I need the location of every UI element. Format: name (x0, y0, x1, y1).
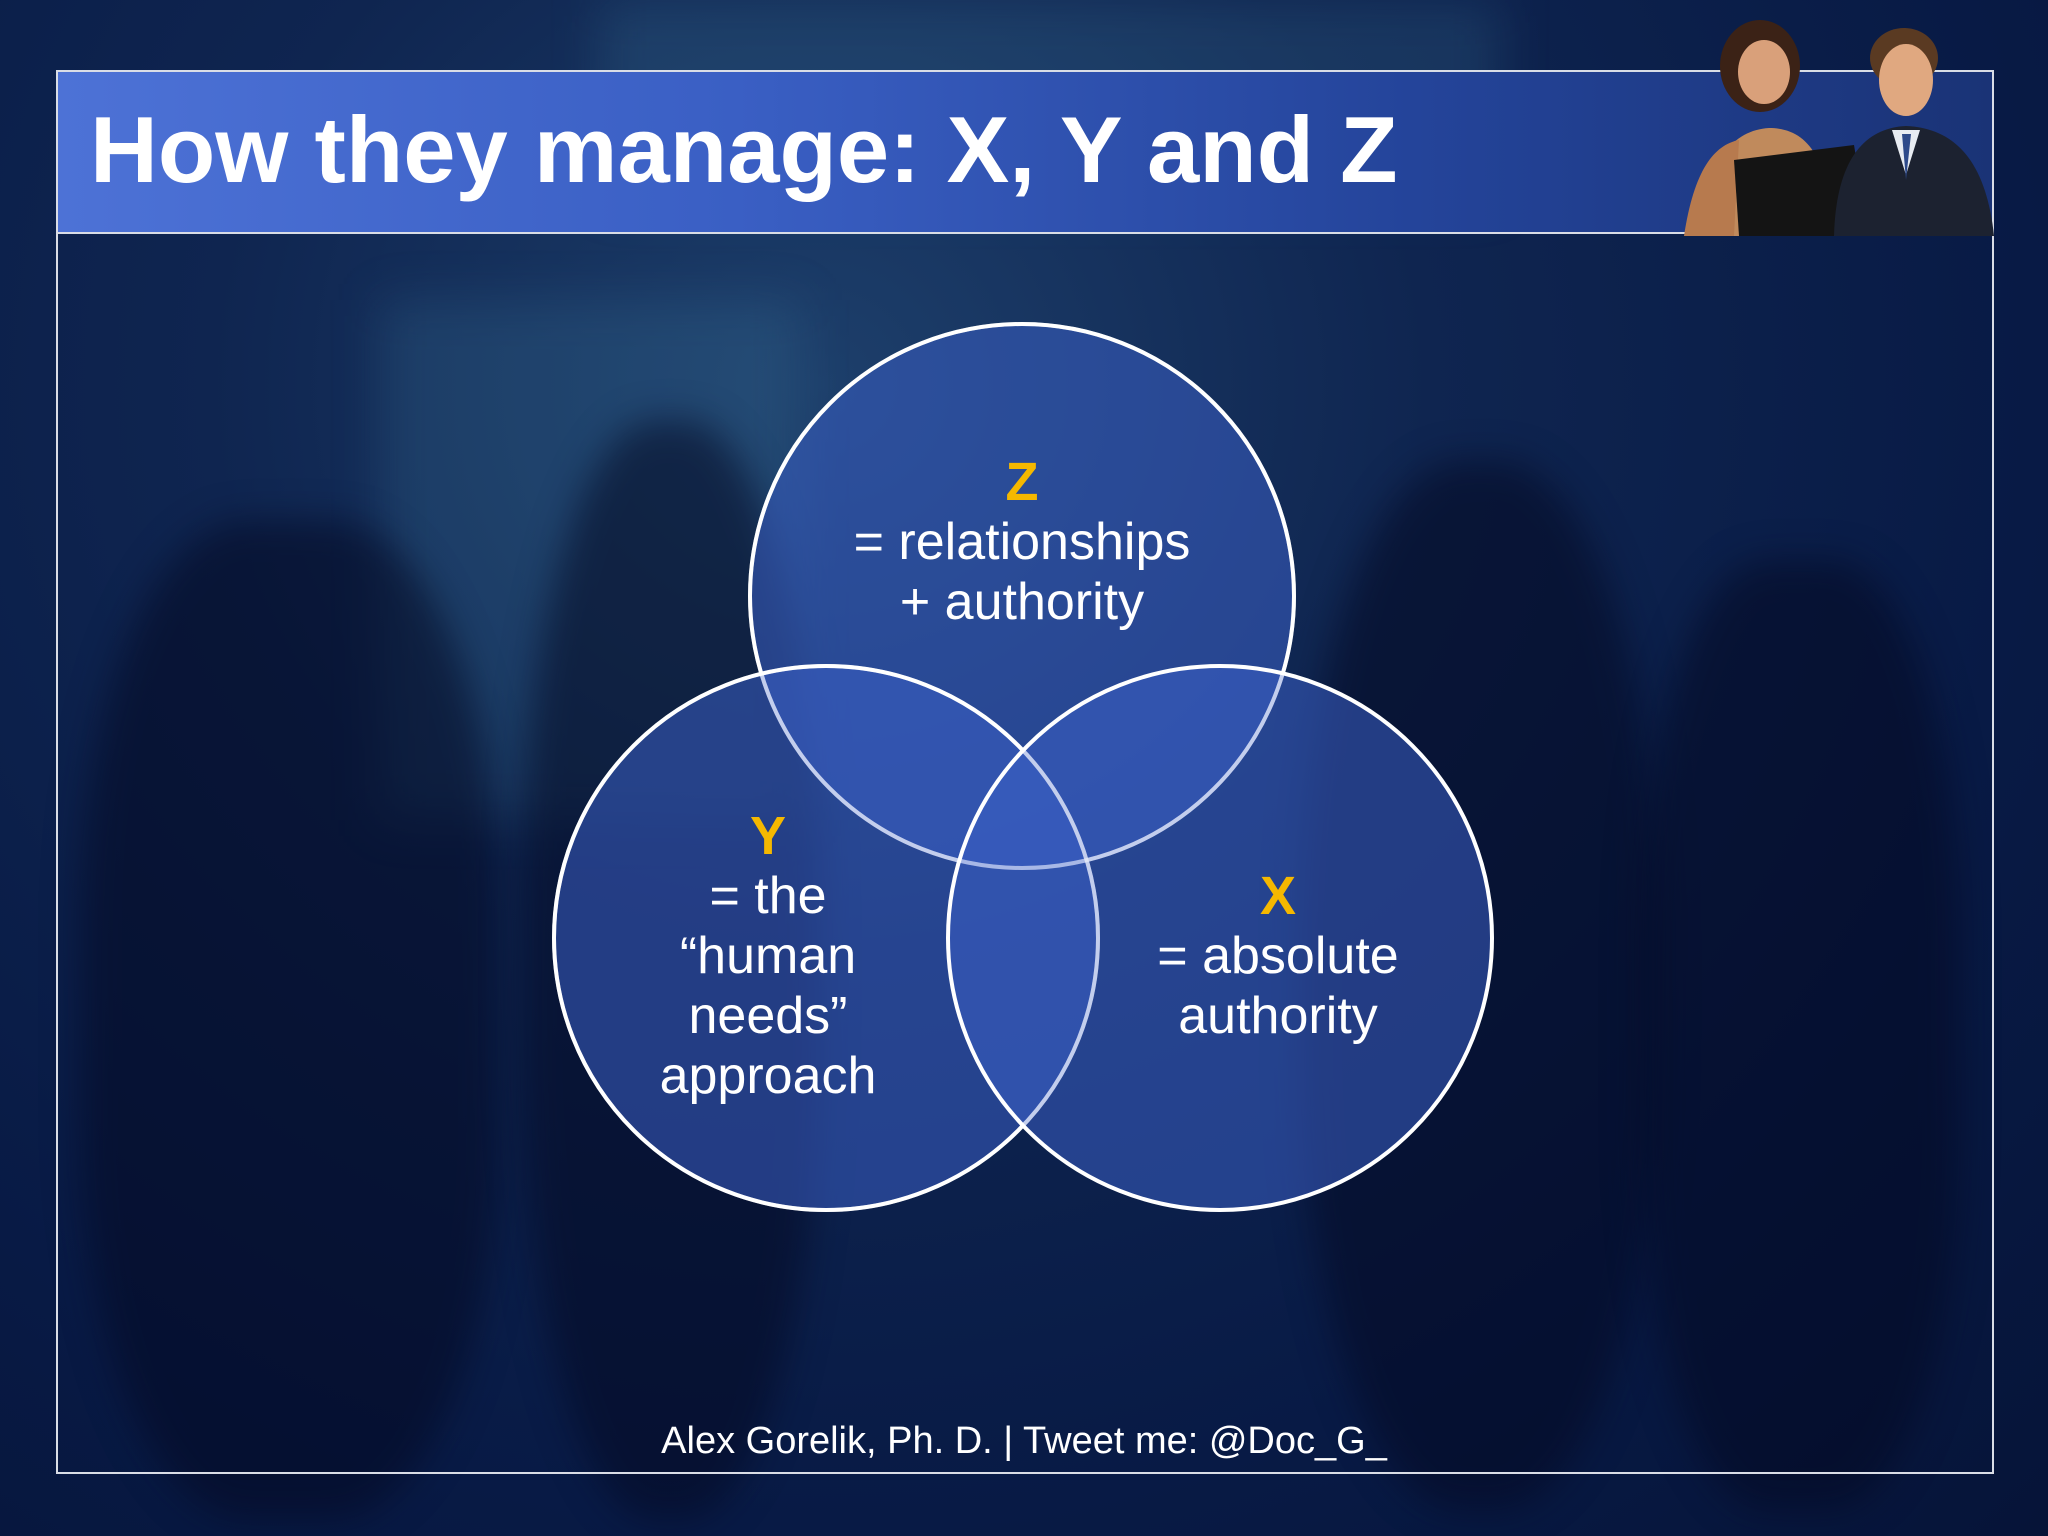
circle-x-label: X = absolute authority (1128, 866, 1428, 1046)
circle-y-line-1: = the (709, 867, 827, 925)
circle-y-label: Y = the “human needs” approach (618, 806, 918, 1106)
folder (1734, 145, 1869, 236)
circle-x-line-2: authority (1178, 987, 1378, 1045)
man-face (1879, 44, 1933, 116)
woman-arm (1684, 140, 1739, 236)
circle-y-line-2: “human (679, 927, 857, 985)
title-bar (58, 72, 1992, 234)
slide-footer: Alex Gorelik, Ph. D. | Tweet me: @Doc_G_ (661, 1420, 1387, 1462)
circle-z-overlay-stroke (748, 322, 1296, 870)
circle-z-line-2: + authority (899, 573, 1145, 631)
slide-title: How they manage: X, Y and Z (90, 97, 1398, 202)
circle-z-letter: Z (1005, 452, 1039, 512)
circle-x-letter: X (1259, 866, 1297, 926)
background-silhouette-far-right (1640, 560, 1960, 1510)
woman-face (1738, 40, 1790, 104)
man-suit (1834, 126, 1994, 236)
man-tie (1902, 134, 1911, 180)
slide-frame (56, 70, 1994, 1474)
circle-x-line-1: = absolute (1157, 927, 1399, 985)
circle-z-label: Z = relationships + authority (822, 452, 1222, 632)
circle-y-line-4: approach (659, 1047, 877, 1105)
people-photo (1684, 20, 1994, 236)
circle-y-overlay-stroke (552, 664, 1100, 1212)
circle-x (946, 664, 1494, 1212)
background-silhouette-left (80, 520, 500, 1520)
circle-y-line-3: needs” (688, 987, 848, 1045)
circle-z-line-1: = relationships (853, 513, 1191, 571)
circle-y-letter: Y (749, 806, 787, 866)
